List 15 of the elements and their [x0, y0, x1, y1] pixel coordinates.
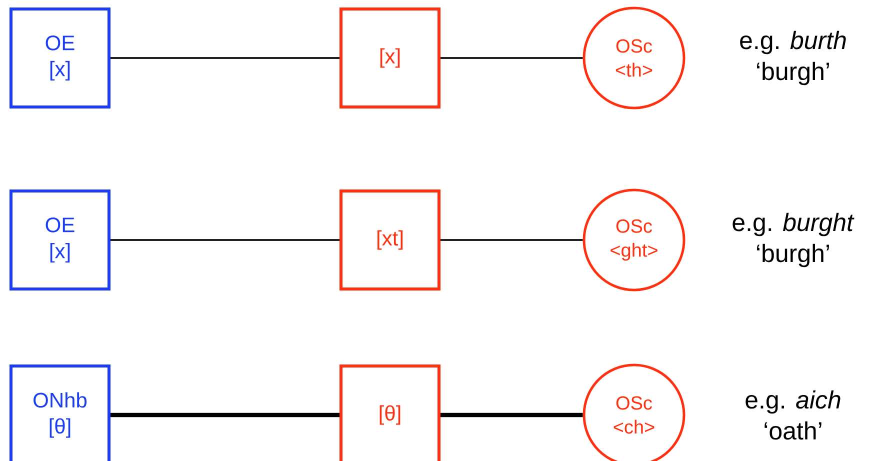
connector-line	[440, 412, 583, 418]
process-box: [xt]	[340, 190, 440, 290]
example-text: e.g. aich ‘oath’	[746, 390, 840, 440]
connector-line	[110, 239, 340, 241]
example-text: e.g. burght ‘burgh’	[732, 212, 854, 268]
connector-line	[440, 57, 583, 59]
process-box: OE [x]	[10, 8, 110, 108]
connector-line	[110, 57, 340, 59]
process-box: ONhb [θ]	[10, 364, 110, 461]
process-box: [θ]	[340, 364, 440, 461]
process-box: [x]	[340, 8, 440, 108]
connector-line	[110, 412, 340, 418]
connector-line	[440, 239, 583, 241]
example-text: e.g. burth ‘burgh’	[740, 30, 846, 86]
process-box: OE [x]	[10, 190, 110, 290]
